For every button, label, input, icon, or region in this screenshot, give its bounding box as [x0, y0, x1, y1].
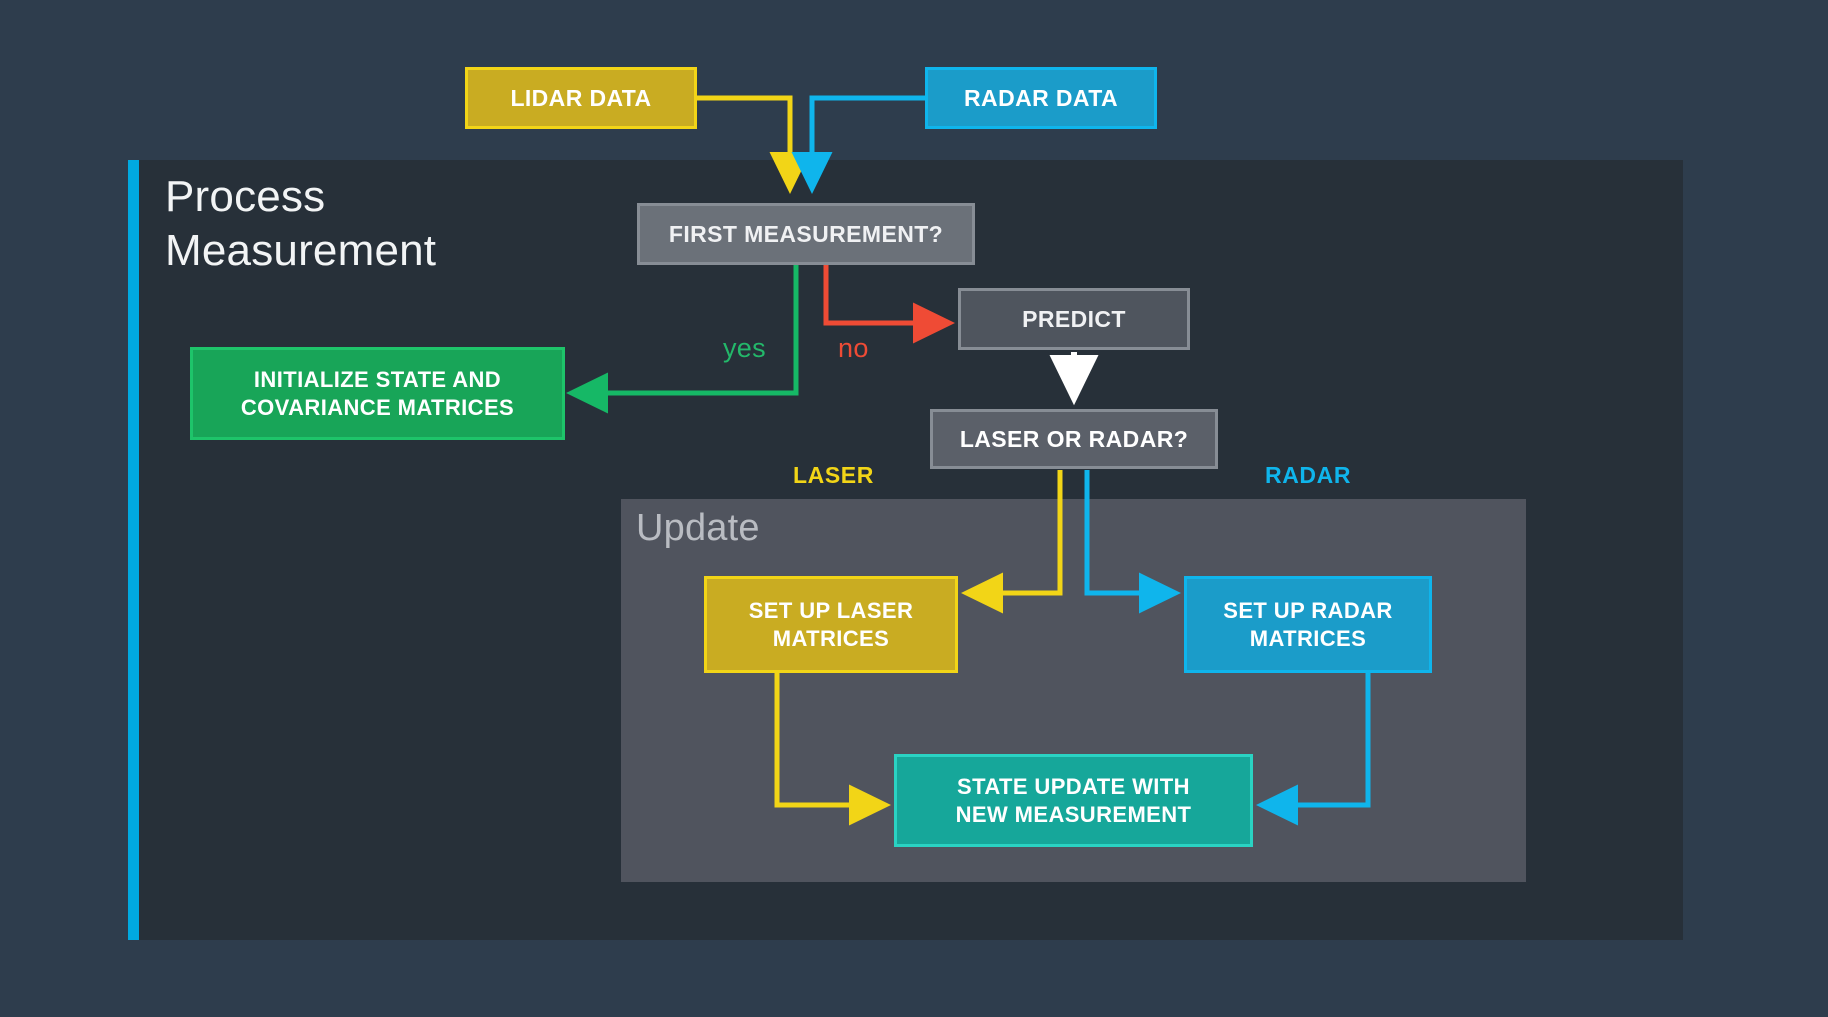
node-set-up-radar-matrices[interactable]: SET UP RADAR MATRICES [1184, 576, 1432, 673]
node-initialize-state-and-covariance-matrices[interactable]: INITIALIZE STATE AND COVARIANCE MATRICES [190, 347, 565, 440]
edge-label-no: no [838, 333, 869, 363]
node-laser-or-radar-decision[interactable]: LASER OR RADAR? [930, 409, 1218, 469]
node-predict[interactable]: PREDICT [958, 288, 1190, 350]
node-state-update-with-new-measurement[interactable]: STATE UPDATE WITH NEW MEASUREMENT [894, 754, 1253, 847]
edge-label-yes: yes [723, 333, 766, 363]
node-lidar-data[interactable]: LIDAR DATA [465, 67, 697, 129]
update-panel-title: Update [636, 507, 760, 549]
node-set-up-laser-matrices[interactable]: SET UP LASER MATRICES [704, 576, 958, 673]
edge-label-laser: LASER [793, 462, 874, 488]
node-radar-data[interactable]: RADAR DATA [925, 67, 1157, 129]
node-first-measurement-decision[interactable]: FIRST MEASUREMENT? [637, 203, 975, 265]
edge-label-radar: RADAR [1265, 462, 1352, 488]
process-panel-accent-bar [128, 160, 139, 940]
process-panel-title: Process Measurement [165, 172, 437, 275]
